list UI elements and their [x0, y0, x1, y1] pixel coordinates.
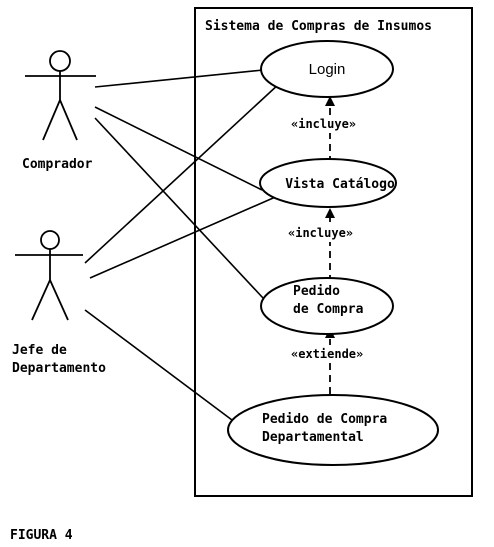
figure-caption: FIGURA 4	[10, 528, 73, 543]
use-case-pedido-departamental-line1: Pedido de Compra	[262, 412, 387, 427]
assoc-comprador-vista-catalogo	[94, 106, 263, 191]
system-title: Sistema de Compras de Insumos	[205, 19, 432, 34]
system-boundary	[194, 7, 473, 497]
actor-jefe-label-line1: Jefe de	[12, 343, 67, 358]
assoc-jefe-vista-catalogo	[89, 194, 281, 279]
assoc-comprador-pedido-compra	[94, 117, 264, 299]
relation-labels: «incluye» «incluye» «extiende»	[287, 115, 378, 363]
actor-comprador	[25, 50, 96, 141]
use-case-pedido-compra: Pedido de Compra	[260, 277, 394, 335]
use-case-pedido-compra-line1: Pedido	[293, 284, 340, 299]
label-extiende: «extiende»	[291, 347, 363, 361]
label-incluye-2: «incluye»	[288, 226, 353, 240]
use-case-pedido-departamental-line2: Departamental	[262, 430, 364, 445]
use-case-pedido-departamental: Pedido de Compra Departamental	[227, 394, 439, 466]
actor-comprador-label: Comprador	[22, 157, 93, 172]
associations	[84, 69, 281, 421]
assoc-jefe-login	[84, 82, 281, 264]
assoc-comprador-login	[94, 69, 264, 88]
assoc-jefe-pedido-departamental	[84, 309, 233, 421]
label-incluye-1: «incluye»	[291, 117, 356, 131]
use-case-vista-catalogo-label: Vista Catálogo	[285, 177, 395, 192]
actor-jefe-label-line2: Departamento	[12, 361, 106, 376]
use-case-login: Login	[260, 40, 394, 98]
use-case-pedido-compra-line2: de Compra	[293, 302, 364, 317]
actor-jefe-departamento	[15, 230, 83, 321]
use-case-login-label: Login	[309, 61, 346, 78]
use-case-vista-catalogo: Vista Catálogo	[259, 158, 397, 208]
